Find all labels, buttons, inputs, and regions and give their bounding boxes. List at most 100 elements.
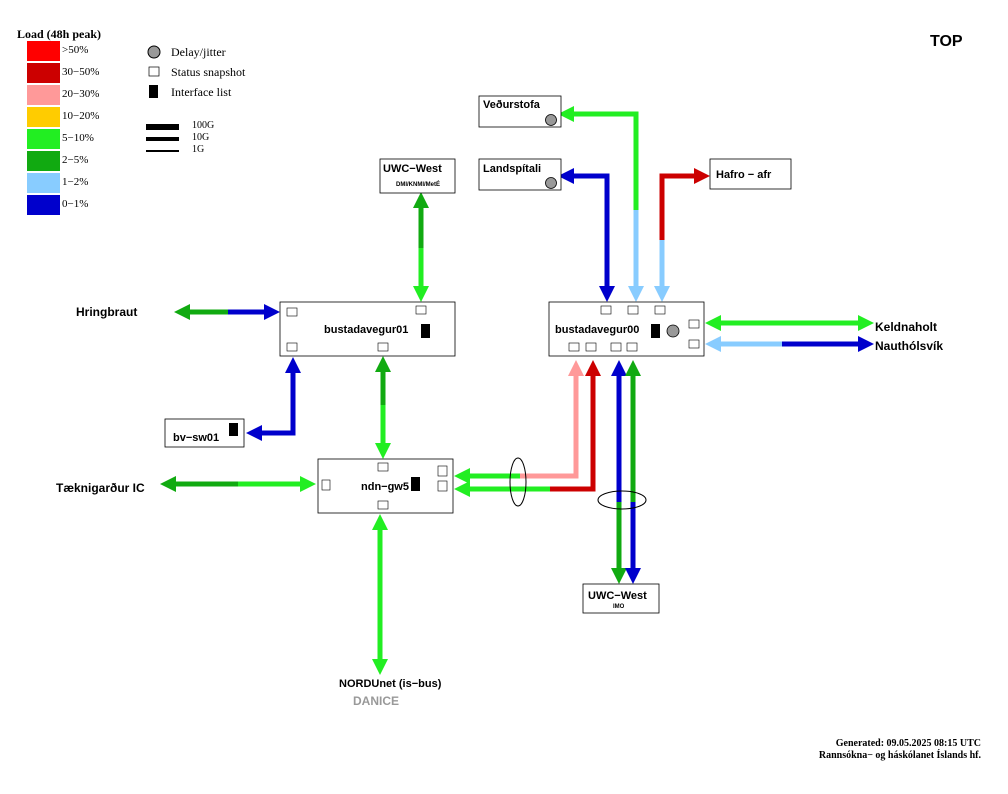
- interface-list-icon[interactable]: [411, 477, 420, 491]
- node-name: UWC−West: [588, 590, 647, 602]
- legend-swatch: [27, 129, 60, 149]
- link-vedurstofa-bv00[interactable]: [557, 105, 645, 303]
- node-landspitali[interactable]: Landspítali: [478, 158, 562, 191]
- legend-item: >50%: [27, 41, 147, 61]
- node-bustadavegur01[interactable]: bustadavegur01: [279, 301, 456, 357]
- node-uwc-west-imo[interactable]: UWC−West IMO: [582, 583, 660, 614]
- legend-label: 0−1%: [62, 198, 89, 210]
- legend-item: 30−50%: [27, 63, 147, 83]
- endpoint-nautholsvik[interactable]: Nauthólsvík: [875, 339, 943, 353]
- node-name: bv−sw01: [173, 432, 219, 444]
- status-snapshot-icon[interactable]: [585, 342, 597, 352]
- legend-label: 10−20%: [62, 110, 100, 122]
- legend-swatch: [27, 195, 60, 215]
- footer: Generated: 09.05.2025 08:15 UTC Rannsókn…: [819, 738, 981, 762]
- node-name: UWC−West: [383, 163, 442, 175]
- legend-swatch: [27, 173, 60, 193]
- link-hafro-bv00[interactable]: [653, 167, 711, 303]
- legend-item: 2−5%: [27, 151, 147, 171]
- status-snapshot-icon[interactable]: [654, 305, 666, 315]
- status-snapshot-icon[interactable]: [568, 342, 580, 352]
- status-snapshot-icon[interactable]: [286, 307, 298, 317]
- interface-list-icon[interactable]: [651, 324, 660, 338]
- endpoint-nordunet[interactable]: NORDUnet (is−bus): [339, 678, 442, 690]
- interface-list-icon: [149, 85, 158, 98]
- node-name: ndn−gw5: [361, 481, 409, 493]
- status-snapshot-icon[interactable]: [627, 305, 639, 315]
- legend-item: 10−20%: [27, 107, 147, 127]
- node-bv-sw01[interactable]: bv−sw01: [164, 418, 245, 448]
- node-uwc-west-dmi[interactable]: UWC−West DMI/KNMI/MetÉ: [379, 158, 456, 194]
- node-name: Landspítali: [483, 163, 541, 175]
- endpoint-keldnaholt[interactable]: Keldnaholt: [875, 320, 937, 334]
- status-snapshot-icon[interactable]: [415, 305, 427, 315]
- legend-swatch: [27, 107, 60, 127]
- bundle-ellipse: [597, 490, 647, 510]
- status-snapshot-icon[interactable]: [321, 479, 331, 491]
- interface-list-icon[interactable]: [421, 324, 430, 338]
- legend-item: 5−10%: [27, 129, 147, 149]
- node-name: bustadavegur00: [555, 324, 639, 336]
- delay-jitter-icon: [147, 45, 161, 59]
- node-subtitle: IMO: [613, 604, 625, 610]
- line-width-sample: [146, 150, 179, 152]
- node-name: Veðurstofa: [483, 99, 541, 111]
- line-width-sample: [146, 137, 179, 141]
- status-snapshot-icon[interactable]: [610, 342, 622, 352]
- status-snapshot-icon[interactable]: [377, 500, 389, 510]
- endpoint-hringbraut[interactable]: Hringbraut: [76, 305, 137, 319]
- legend-swatch: [27, 41, 60, 61]
- legend-label: 20−30%: [62, 88, 100, 100]
- legend-item: 20−30%: [27, 85, 147, 105]
- delay-jitter-icon[interactable]: [666, 324, 680, 338]
- link-landspitali-bv00[interactable]: [557, 167, 616, 303]
- legend-symbol-label: Interface list: [171, 85, 232, 99]
- legend-title: Load (48h peak): [17, 27, 102, 41]
- legend-swatch: [27, 151, 60, 171]
- legend-item: 1−2%: [27, 173, 147, 193]
- legend-swatch: [27, 63, 60, 83]
- node-vedurstofa[interactable]: Veðurstofa: [478, 95, 562, 128]
- link-ndngw5-bv00-a[interactable]: [453, 359, 585, 485]
- status-snapshot-icon[interactable]: [688, 319, 700, 329]
- legend-width-label: 1G: [192, 144, 205, 155]
- legend-swatch: [27, 85, 60, 105]
- status-snapshot-icon[interactable]: [377, 462, 389, 472]
- link-bvsw01-bv01[interactable]: [245, 356, 302, 442]
- status-snapshot-icon[interactable]: [437, 465, 448, 477]
- node-bustadavegur00[interactable]: bustadavegur00: [548, 301, 705, 357]
- delay-jitter-icon[interactable]: [545, 114, 557, 126]
- line-width-sample: [146, 124, 179, 130]
- legend-width-label: 10G: [192, 132, 210, 143]
- status-snapshot-icon[interactable]: [377, 342, 389, 352]
- legend-label: 1−2%: [62, 176, 89, 188]
- link-bv00-uwcwest-imo[interactable]: [610, 359, 642, 585]
- status-snapshot-icon[interactable]: [286, 342, 298, 352]
- delay-jitter-icon[interactable]: [545, 177, 557, 189]
- endpoint-danice[interactable]: DANICE: [353, 694, 399, 708]
- legend-width-label: 100G: [192, 120, 215, 131]
- status-snapshot-icon[interactable]: [437, 480, 448, 492]
- link-ndngw5-bv00-b[interactable]: [453, 359, 602, 498]
- legend-label: 5−10%: [62, 132, 94, 144]
- status-snapshot-icon[interactable]: [626, 342, 638, 352]
- legend-label: 30−50%: [62, 66, 100, 78]
- generated-timestamp: Generated: 09.05.2025 08:15 UTC: [835, 738, 981, 749]
- node-subtitle: DMI/KNMI/MetÉ: [396, 180, 440, 188]
- node-name: Hafro − afr: [716, 169, 772, 181]
- organization-name: Rannsókna− og háskólanet Íslands hf.: [818, 750, 981, 761]
- bundle-ellipse: [509, 457, 527, 507]
- page-title: TOP: [930, 33, 963, 50]
- status-snapshot-icon: [148, 66, 160, 77]
- status-snapshot-icon[interactable]: [688, 339, 700, 349]
- endpoint-taeknigardur[interactable]: Tæknigarður IC: [56, 481, 145, 495]
- interface-list-icon[interactable]: [229, 423, 238, 436]
- node-ndn-gw5[interactable]: ndn−gw5: [317, 458, 454, 514]
- node-hafro[interactable]: Hafro − afr: [709, 158, 792, 190]
- node-name: bustadavegur01: [324, 324, 408, 336]
- status-snapshot-icon[interactable]: [600, 305, 612, 315]
- legend-symbol-label: Status snapshot: [171, 65, 246, 79]
- legend-symbol-label: Delay/jitter: [171, 45, 226, 59]
- legend-label: >50%: [62, 44, 89, 56]
